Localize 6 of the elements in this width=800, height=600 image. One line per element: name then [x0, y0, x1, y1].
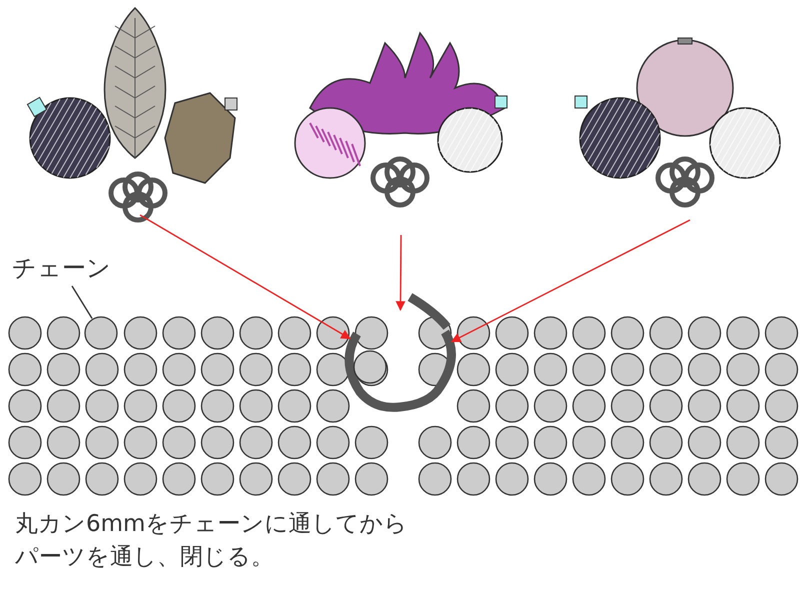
arrow: [450, 219, 690, 342]
arrow: [396, 235, 406, 311]
caption: 丸カン6mmをチェーンに通してからパーツを通し、閉じる。: [15, 510, 408, 572]
arrow: [140, 214, 351, 340]
leader-line: [71, 286, 93, 319]
part-label: チェーン: [12, 253, 112, 284]
